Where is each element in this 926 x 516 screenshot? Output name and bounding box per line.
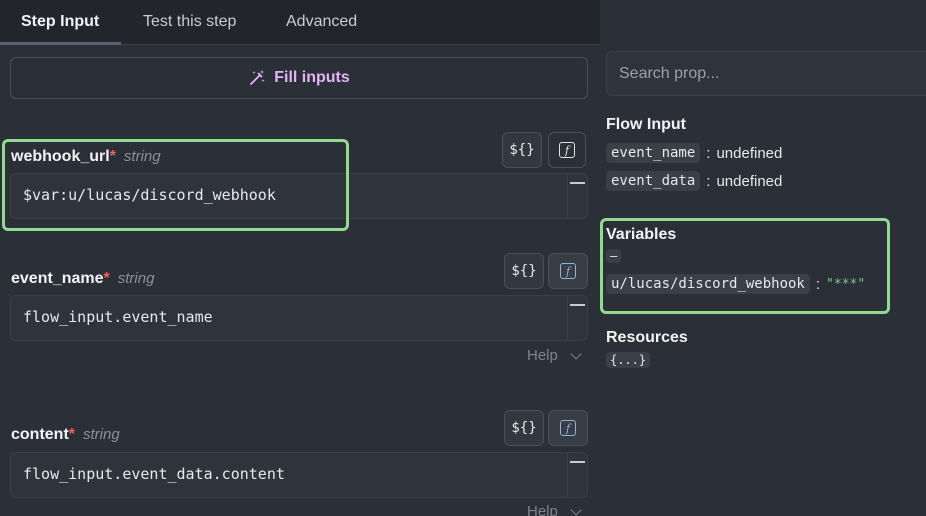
editor-scroll-handle[interactable] (567, 296, 587, 340)
required-marker: * (109, 148, 116, 165)
prop-value: undefined (716, 144, 783, 162)
resources-collapsed[interactable]: {...} (606, 352, 651, 368)
tab-advanced[interactable]: Advanced (286, 13, 358, 30)
prop-separator: : (815, 275, 821, 293)
function-icon: f (559, 142, 575, 158)
prop-separator: : (706, 172, 711, 190)
field-type: string (123, 148, 161, 165)
field-name: event_name (11, 270, 104, 287)
tab-bar: Step Input Test this step Advanced (0, 0, 600, 45)
highlight-box-webhook-url (2, 139, 349, 231)
tab-step-input[interactable]: Step Input (21, 13, 100, 30)
content-value: flow_input.event_data.content (23, 465, 285, 483)
template-button[interactable]: ${} (502, 132, 542, 168)
function-icon: f (560, 263, 576, 279)
help-toggle[interactable]: Help (527, 503, 582, 516)
required-marker: * (103, 270, 110, 287)
prop-key: u/lucas/discord_webhook (606, 274, 810, 294)
props-panel: Search prop... Flow Input event_name : u… (600, 45, 926, 516)
prop-key: event_data (606, 171, 701, 191)
flow-input-title: Flow Input (606, 116, 686, 133)
chevron-down-icon (570, 348, 582, 360)
function-icon: f (560, 420, 576, 436)
prop-separator: : (706, 144, 711, 162)
webhook-url-input[interactable]: $var:u/lucas/discord_webhook (10, 173, 588, 219)
fill-inputs-label: Fill inputs (274, 69, 350, 86)
help-label: Help (527, 347, 558, 364)
template-button[interactable]: ${} (504, 410, 544, 446)
fill-inputs-button[interactable]: Fill inputs (10, 57, 588, 99)
field-label-webhook-url: webhook_url* string (11, 148, 161, 166)
flow-input-item[interactable]: event_data : undefined (606, 171, 782, 191)
prop-key: event_name (606, 143, 701, 163)
tab-test-this-step[interactable]: Test this step (143, 13, 237, 30)
flow-input-item[interactable]: event_name : undefined (606, 143, 782, 163)
content-input[interactable]: flow_input.event_data.content (10, 452, 588, 498)
resources-title: Resources (606, 329, 688, 346)
editor-scroll-handle[interactable] (567, 174, 587, 218)
search-prop-input[interactable]: Search prop... (606, 51, 926, 96)
field-name: webhook_url (11, 148, 110, 165)
variables-collapse-toggle[interactable]: – (606, 249, 622, 263)
required-marker: * (68, 426, 76, 443)
variables-title: Variables (606, 226, 677, 243)
collapse-button[interactable]: – (606, 249, 622, 263)
expand-button[interactable]: {...} (606, 352, 651, 368)
variable-item[interactable]: u/lucas/discord_webhook : "***" (606, 274, 865, 294)
editor-scroll-handle[interactable] (567, 453, 587, 497)
field-type: string (83, 426, 120, 443)
field-label-content: content* string (11, 426, 120, 444)
field-type: string (117, 270, 155, 287)
function-toggle-button[interactable]: f (548, 253, 588, 289)
function-toggle-button[interactable]: f (548, 132, 586, 168)
template-button[interactable]: ${} (504, 253, 544, 289)
step-input-panel: Fill inputs webhook_url*string ${} f $va… (0, 45, 600, 516)
field-label-event-name: event_name* string (11, 270, 154, 288)
secret-value: "***" (826, 276, 866, 292)
event-name-input[interactable]: flow_input.event_name (10, 295, 588, 341)
field-name: content (11, 426, 69, 443)
function-toggle-button[interactable]: f (548, 410, 588, 446)
magic-wand-icon (250, 70, 265, 85)
webhook-url-value: $var:u/lucas/discord_webhook (23, 186, 276, 204)
search-placeholder: Search prop... (619, 65, 720, 82)
event-name-value: flow_input.event_name (23, 308, 213, 326)
active-tab-indicator (0, 42, 121, 45)
chevron-down-icon (570, 504, 582, 516)
highlight-box-variables (600, 218, 890, 314)
help-toggle[interactable]: Help (527, 347, 582, 364)
help-label: Help (527, 503, 558, 516)
prop-value: undefined (716, 172, 783, 190)
